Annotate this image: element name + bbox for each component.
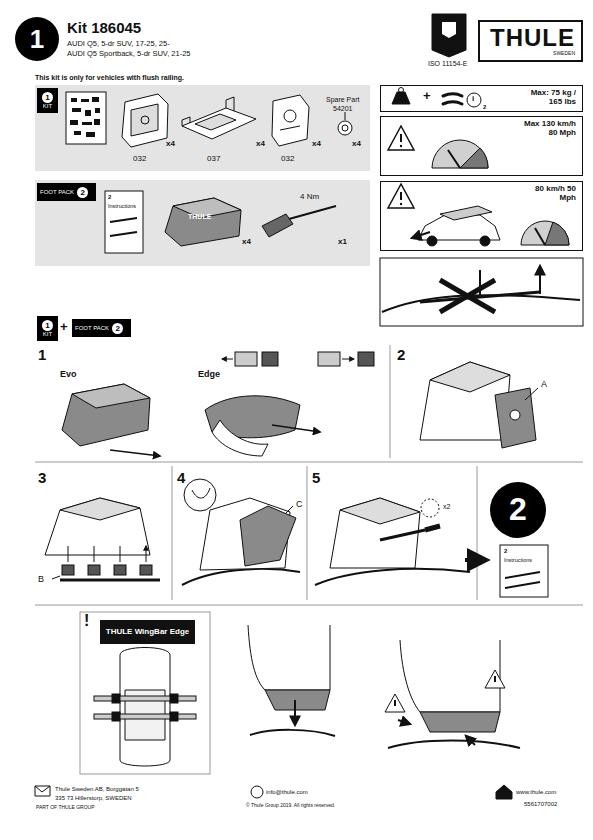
step-number: 1 xyxy=(38,347,46,364)
callout-letter: C xyxy=(296,500,303,510)
callout-number: 2 xyxy=(504,548,507,555)
plus-sign: + xyxy=(423,89,431,103)
kit-title: Kit 186045 xyxy=(67,20,141,37)
address: 335 73 Hillerstorp, SWEDEN xyxy=(55,795,132,802)
node-text: 1 xyxy=(42,320,53,331)
step-number: 2 xyxy=(397,347,405,364)
callout-number: 2 xyxy=(108,194,111,201)
node-text: 2 xyxy=(112,323,123,334)
speed-warning: Max 130 km/h 80 Mph xyxy=(380,116,583,176)
quantity: x4 xyxy=(256,140,265,149)
node-text: 2 xyxy=(77,187,88,198)
node-text: 80 km/h 50 Mph xyxy=(524,185,576,203)
plus-sign: + xyxy=(60,320,68,334)
node-text: FOOT PACK xyxy=(40,189,74,196)
vehicle-name: AUDI Q5, 5-dr SUV, 17-25, 25- xyxy=(67,40,170,48)
node-text: KIT xyxy=(43,331,52,338)
node-text: THULE xyxy=(490,25,575,51)
step-number: 4 xyxy=(177,470,185,487)
kit-badge: 1KIT xyxy=(37,88,58,113)
node-text: Max: 75 kg / 165 lbs xyxy=(520,89,576,107)
callout-letter: A xyxy=(541,380,547,390)
node-text: Max 130 km/h 80 Mph xyxy=(520,120,576,138)
info-mark: i xyxy=(472,95,474,104)
step-number: 3 xyxy=(38,470,46,487)
node-text: 1 xyxy=(42,92,53,103)
email: info@thule.com xyxy=(266,789,308,796)
quantity: x1 xyxy=(338,238,347,247)
product-badge: THULE WingBar Edge xyxy=(100,620,195,644)
node-text: SWEDEN xyxy=(553,51,575,57)
booklet-title: Instructions xyxy=(108,203,136,209)
brand-mark: THULE xyxy=(188,213,211,221)
callout-letter: B xyxy=(38,575,44,585)
document-number: 5561707002 xyxy=(524,801,557,808)
quantity: x2 xyxy=(443,503,450,511)
brand-logo: THULESWEDEN xyxy=(478,20,583,62)
address: Thule Sweden AB, Borggatan 5 xyxy=(55,786,139,793)
footpack-badge: 2FOOT PACK xyxy=(37,183,96,201)
website: www.thule.com xyxy=(516,789,556,796)
number-badge: 2 xyxy=(490,482,546,538)
speed-warning: 80 km/h 50 Mph xyxy=(380,181,583,251)
variant-name: Edge xyxy=(198,370,220,380)
part-number: 032 xyxy=(133,155,146,164)
quantity: x4 xyxy=(166,140,175,149)
step-number: 5 xyxy=(312,470,320,487)
booklet-title: Instructions xyxy=(504,557,532,563)
standard-code: ISO 11154-E xyxy=(428,60,467,68)
part-number: 037 xyxy=(207,155,220,164)
node-text: 2 xyxy=(509,492,527,527)
group-note: PART OF THULE GROUP xyxy=(36,805,95,811)
kit-badge: 1KIT xyxy=(37,316,58,341)
node-text: 1 xyxy=(30,25,44,54)
node-text: KIT xyxy=(43,103,52,110)
note: Spare Part xyxy=(326,96,359,104)
number-badge: 1 xyxy=(15,17,59,61)
load-warning: Max: 75 kg / 165 lbs xyxy=(380,85,583,112)
quantity: x4 xyxy=(312,140,321,149)
quantity: x4 xyxy=(352,140,361,149)
callout-number: 2 xyxy=(483,104,486,111)
variant-name: Evo xyxy=(60,370,77,380)
node-text: FOOT PACK xyxy=(75,325,109,332)
torque-value: 4 Nm xyxy=(300,193,319,202)
part-number: 032 xyxy=(281,155,294,164)
node-text: THULE WingBar Edge xyxy=(106,628,189,637)
quantity: x4 xyxy=(242,238,251,247)
footpack-badge: 2FOOT PACK xyxy=(72,319,131,337)
part-number: 54201 xyxy=(333,105,352,113)
vehicle-name: AUDI Q5 Sportback, 5-dr SUV, 21-25 xyxy=(67,50,191,58)
copyright: © Thule Group 2019. All rights reserved. xyxy=(246,803,335,809)
note: This kit is only for vehicles with flush… xyxy=(35,74,184,82)
attention-mark: ! xyxy=(84,612,89,630)
